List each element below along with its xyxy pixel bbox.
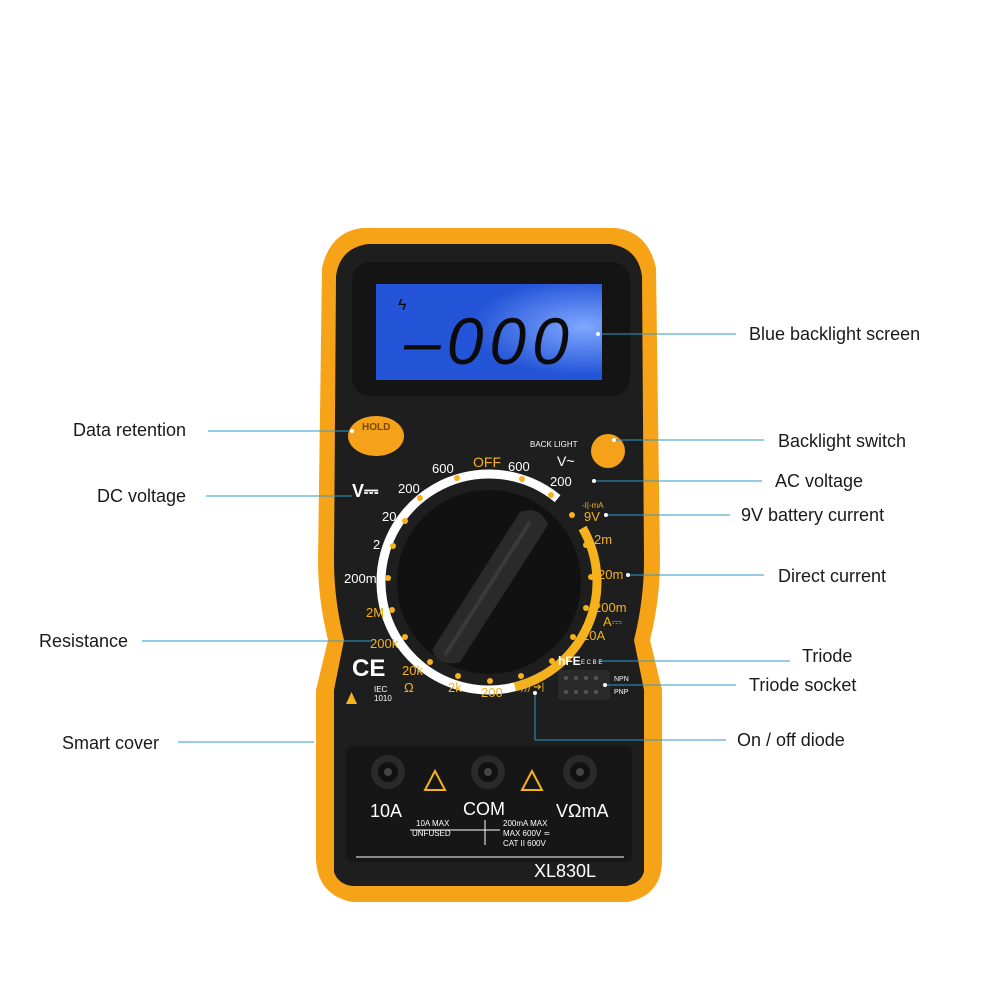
jack-warning-left-icon: [423, 768, 447, 791]
jack-10a-label: 10A: [370, 801, 402, 821]
dial-battery-9v: 9V: [584, 509, 600, 524]
dial-dca-200m: 200m: [594, 600, 627, 615]
dial-ohm-200: 200: [481, 685, 503, 700]
dial-hfe-pins: E C B E: [581, 660, 602, 666]
jack-com[interactable]: [471, 755, 505, 789]
dial-dcv-200m: 200m: [344, 571, 377, 586]
lcd-reading: –000: [403, 304, 575, 378]
lcd-screen: [376, 284, 602, 380]
dial-amp-10a: 10A: [582, 628, 605, 643]
dial-ring-yellow: [376, 469, 602, 695]
dial-acv-600: 600: [508, 459, 530, 474]
warning-triangle-icon: [346, 692, 357, 704]
iec-line-1: IEC: [374, 685, 388, 694]
callout-triode-socket: Triode socket: [749, 675, 857, 695]
callout-data-retention: Data retention: [73, 420, 187, 440]
jack-right-note-3: CAT II 600V: [503, 839, 547, 848]
dial-dca-20m: 20m: [598, 567, 623, 582]
knob-grip-shadow: [443, 520, 532, 657]
jack-left-note-2: UNFUSED: [412, 829, 451, 838]
iec-mark: IEC 1010: [374, 685, 392, 703]
dial-off-label: OFF: [473, 454, 501, 470]
callout-on-off-diode: On / off diode: [737, 730, 845, 750]
dial-amp-symbol: A⎓: [603, 614, 622, 629]
jack-com-label: COM: [463, 799, 505, 819]
callout-dc-voltage: DC voltage: [97, 486, 187, 506]
callout-backlight-switch: Backlight switch: [778, 431, 907, 451]
socket-npn-label: NPN: [614, 676, 629, 683]
leader-lines: [142, 333, 790, 743]
dial-dcv-600: 600: [432, 461, 454, 476]
dial-dcv-2: 2: [373, 537, 380, 552]
model-name: XL830L: [534, 861, 596, 881]
jack-right-note-2: MAX 600V ≂: [503, 829, 550, 838]
jack-vohm[interactable]: [563, 755, 597, 789]
callout-smart-cover: Smart cover: [62, 733, 160, 753]
jack-vohm-label: VΩmA: [556, 801, 608, 821]
callout-ac-voltage: AC voltage: [775, 471, 864, 491]
callout-resistance: Resistance: [39, 631, 129, 651]
transistor-socket: [558, 670, 610, 700]
callout-blue-backlight-screen: Blue backlight screen: [749, 324, 921, 344]
dial-vac-symbol: V~: [557, 453, 575, 469]
jack-panel: [346, 746, 632, 862]
dial-dcv-20: 20: [382, 509, 396, 524]
callout-direct-current: Direct current: [778, 566, 887, 586]
socket-holes: [564, 676, 598, 694]
callout-triode: Triode: [802, 646, 853, 666]
dial-dots: [385, 475, 594, 684]
hold-button-label: HOLD: [362, 422, 390, 433]
jack-warning-right-icon: [520, 768, 544, 791]
ce-mark: CE: [352, 655, 385, 682]
dial-vdc-symbol: V⎓: [352, 481, 379, 501]
jack-bracket-lines: [410, 820, 500, 845]
dial-ohm-200k: 200k: [370, 636, 399, 651]
iec-line-2: 1010: [374, 694, 392, 703]
jack-10a[interactable]: [371, 755, 405, 789]
leader-dots: [350, 332, 630, 695]
jack-left-note-1: 10A MAX: [416, 819, 450, 828]
lcd-bolt-icon: ϟ: [398, 297, 407, 314]
dial-ohm-2k: 2k: [448, 680, 462, 695]
dial-ohm-2M: 2M: [366, 605, 384, 620]
dial-diode-symbol: •))) ➔|: [517, 682, 544, 693]
backlight-label: BACK LIGHT: [530, 440, 578, 449]
hold-button[interactable]: [348, 416, 404, 456]
callout-9v-battery-current: 9V battery current: [741, 505, 885, 525]
dial-dca-2m: 2m: [594, 532, 612, 547]
dial-dcv-200: 200: [398, 481, 420, 496]
dial-ohm-symbol: Ω: [404, 680, 414, 695]
socket-pnp-label: PNP: [614, 689, 629, 696]
dial-battery-symbol: -I|-mA: [582, 501, 604, 510]
backlight-button[interactable]: [591, 434, 625, 468]
dial-ohm-20k: 20k: [402, 663, 423, 678]
dial-acv-200: 200: [550, 474, 572, 489]
jack-right-note-1: 200mA MAX: [503, 819, 548, 828]
dial-hfe: hFE: [558, 654, 581, 668]
